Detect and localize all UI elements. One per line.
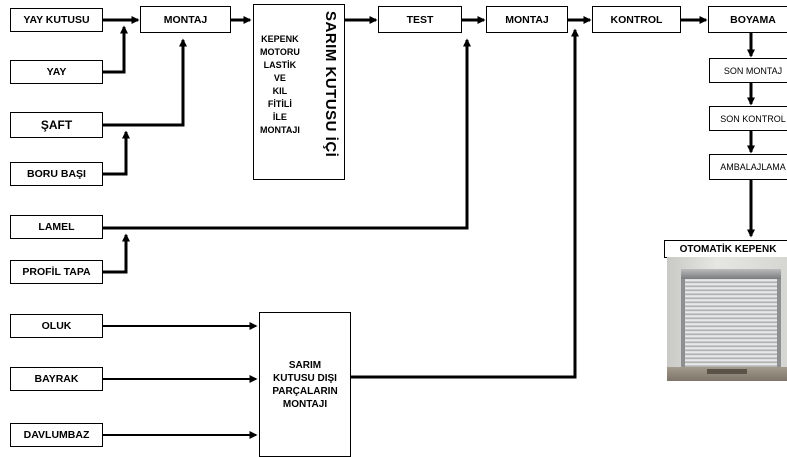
sarim-ici-line: VE bbox=[260, 72, 300, 85]
davlumbaz-box: DAVLUMBAZ bbox=[10, 423, 103, 447]
yay-kutusu-box: YAY KUTUSU bbox=[10, 8, 103, 32]
boru-basi-box: BORU BAŞI bbox=[10, 162, 103, 186]
son-montaj-box: SON MONTAJ bbox=[709, 58, 787, 83]
saft-box: ŞAFT bbox=[10, 112, 103, 138]
ambalajlama-box: AMBALAJLAMA bbox=[709, 154, 787, 180]
shutter-hood bbox=[681, 269, 781, 279]
boyama-box: BOYAMA bbox=[708, 6, 787, 33]
sarim-ici-line: LASTİK bbox=[260, 59, 300, 72]
son-kontrol-box: SON KONTROL bbox=[709, 106, 787, 131]
sarim-ici-line: MONTAJI bbox=[260, 124, 300, 137]
sarim-disi-line: SARIM bbox=[272, 359, 337, 372]
test-box: TEST bbox=[378, 6, 462, 33]
arrow-yay-montaj bbox=[103, 27, 124, 72]
sarim-kutusu-ici-box: KEPENK MOTORU LASTİK VE KIL FİTİLİ İLE M… bbox=[253, 4, 345, 180]
bayrak-box: BAYRAK bbox=[10, 367, 103, 391]
rolling-shutter-photo bbox=[667, 257, 787, 381]
arrow-profiltapa-lamel bbox=[103, 235, 126, 272]
oluk-box: OLUK bbox=[10, 314, 103, 338]
sarim-kutusu-disi-box: SARIM KUTUSU DIŞI PARÇALARIN MONTAJI bbox=[259, 312, 351, 457]
arrow-borubasi-saft bbox=[103, 132, 126, 174]
otomatik-kepenk-label: OTOMATİK KEPENK bbox=[664, 240, 787, 258]
sarim-ici-line: FİTİLİ bbox=[260, 98, 300, 111]
montaj-1-box: MONTAJ bbox=[140, 6, 231, 33]
shutter-slats bbox=[685, 279, 777, 367]
lamel-box: LAMEL bbox=[10, 215, 103, 239]
montaj-2-box: MONTAJ bbox=[486, 6, 568, 33]
sarim-ici-line: KIL bbox=[260, 85, 300, 98]
kontrol-box: KONTROL bbox=[592, 6, 681, 33]
yay-box: YAY bbox=[10, 60, 103, 84]
sarim-ici-line: KEPENK bbox=[260, 33, 300, 46]
arrow-sarimdisi-montaj bbox=[351, 30, 575, 377]
sarim-disi-line: PARÇALARIN bbox=[272, 385, 337, 398]
door-mat bbox=[707, 369, 747, 374]
sarim-ici-lines: KEPENK MOTORU LASTİK VE KIL FİTİLİ İLE M… bbox=[260, 33, 300, 137]
arrow-saft-montaj bbox=[103, 40, 183, 125]
sarim-disi-lines: SARIM KUTUSU DIŞI PARÇALARIN MONTAJI bbox=[272, 359, 337, 411]
sarim-ici-line: MOTORU bbox=[260, 46, 300, 59]
profil-tapa-box: PROFİL TAPA bbox=[10, 260, 103, 284]
sarim-ici-line: İLE bbox=[260, 111, 300, 124]
sarim-ici-title: SARIM KUTUSU İÇİ bbox=[322, 11, 339, 157]
sarim-disi-line: MONTAJI bbox=[272, 398, 337, 411]
sarim-disi-line: KUTUSU DIŞI bbox=[272, 372, 337, 385]
